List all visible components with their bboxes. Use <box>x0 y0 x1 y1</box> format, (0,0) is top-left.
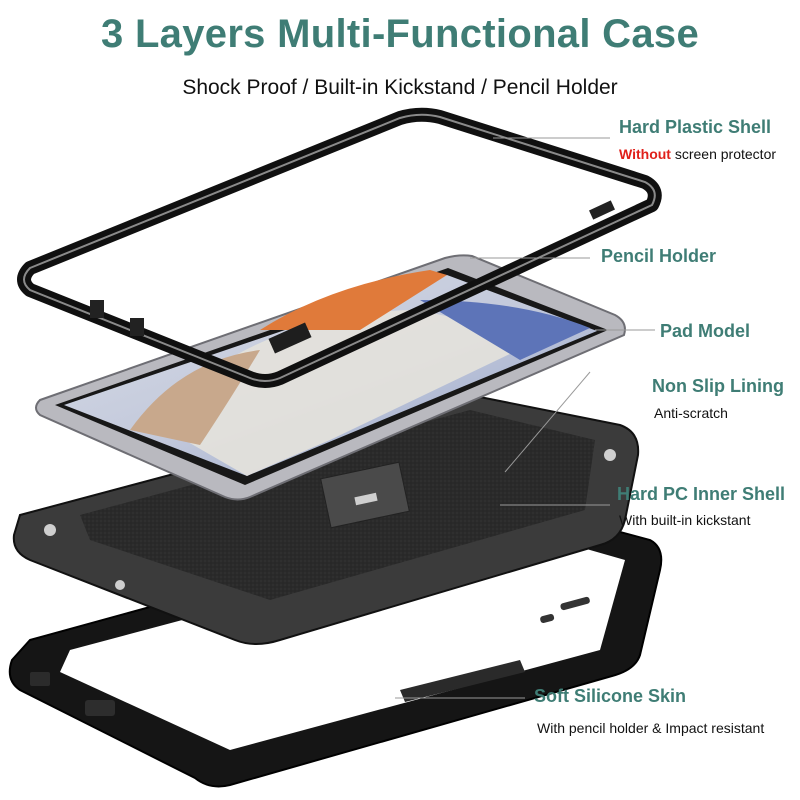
lining-label: Non Slip Lining <box>652 376 784 396</box>
hard-shell-layer <box>17 107 662 388</box>
page-subtitle: Shock Proof / Built-in Kickstand / Penci… <box>182 76 618 99</box>
pad-model-label: Pad Model <box>660 321 751 341</box>
page-title: 3 Layers Multi-Functional Case <box>100 12 700 56</box>
silicone-label: Soft Silicone Skin <box>534 686 687 706</box>
hard-shell-label: Hard Plastic Shell <box>619 117 772 137</box>
hard-shell-desc-emphasis: Without <box>619 146 671 162</box>
leader-line-lining <box>504 371 591 473</box>
silicone-desc: With pencil holder & Impact resistant <box>537 720 765 736</box>
inner-shell-desc: With built-in kickstant <box>619 512 751 528</box>
pencil-holder-label: Pencil Holder <box>601 246 717 266</box>
hard-shell-desc: Without screen protector <box>619 146 776 162</box>
lining-desc: Anti-scratch <box>654 405 728 421</box>
leader-lines <box>395 137 655 699</box>
inner-shell-layer <box>12 393 640 645</box>
inner-shell-label: Hard PC Inner Shell <box>617 484 786 504</box>
hard-shell-desc-rest: screen protector <box>670 146 777 162</box>
pad-model-layer <box>35 254 626 501</box>
